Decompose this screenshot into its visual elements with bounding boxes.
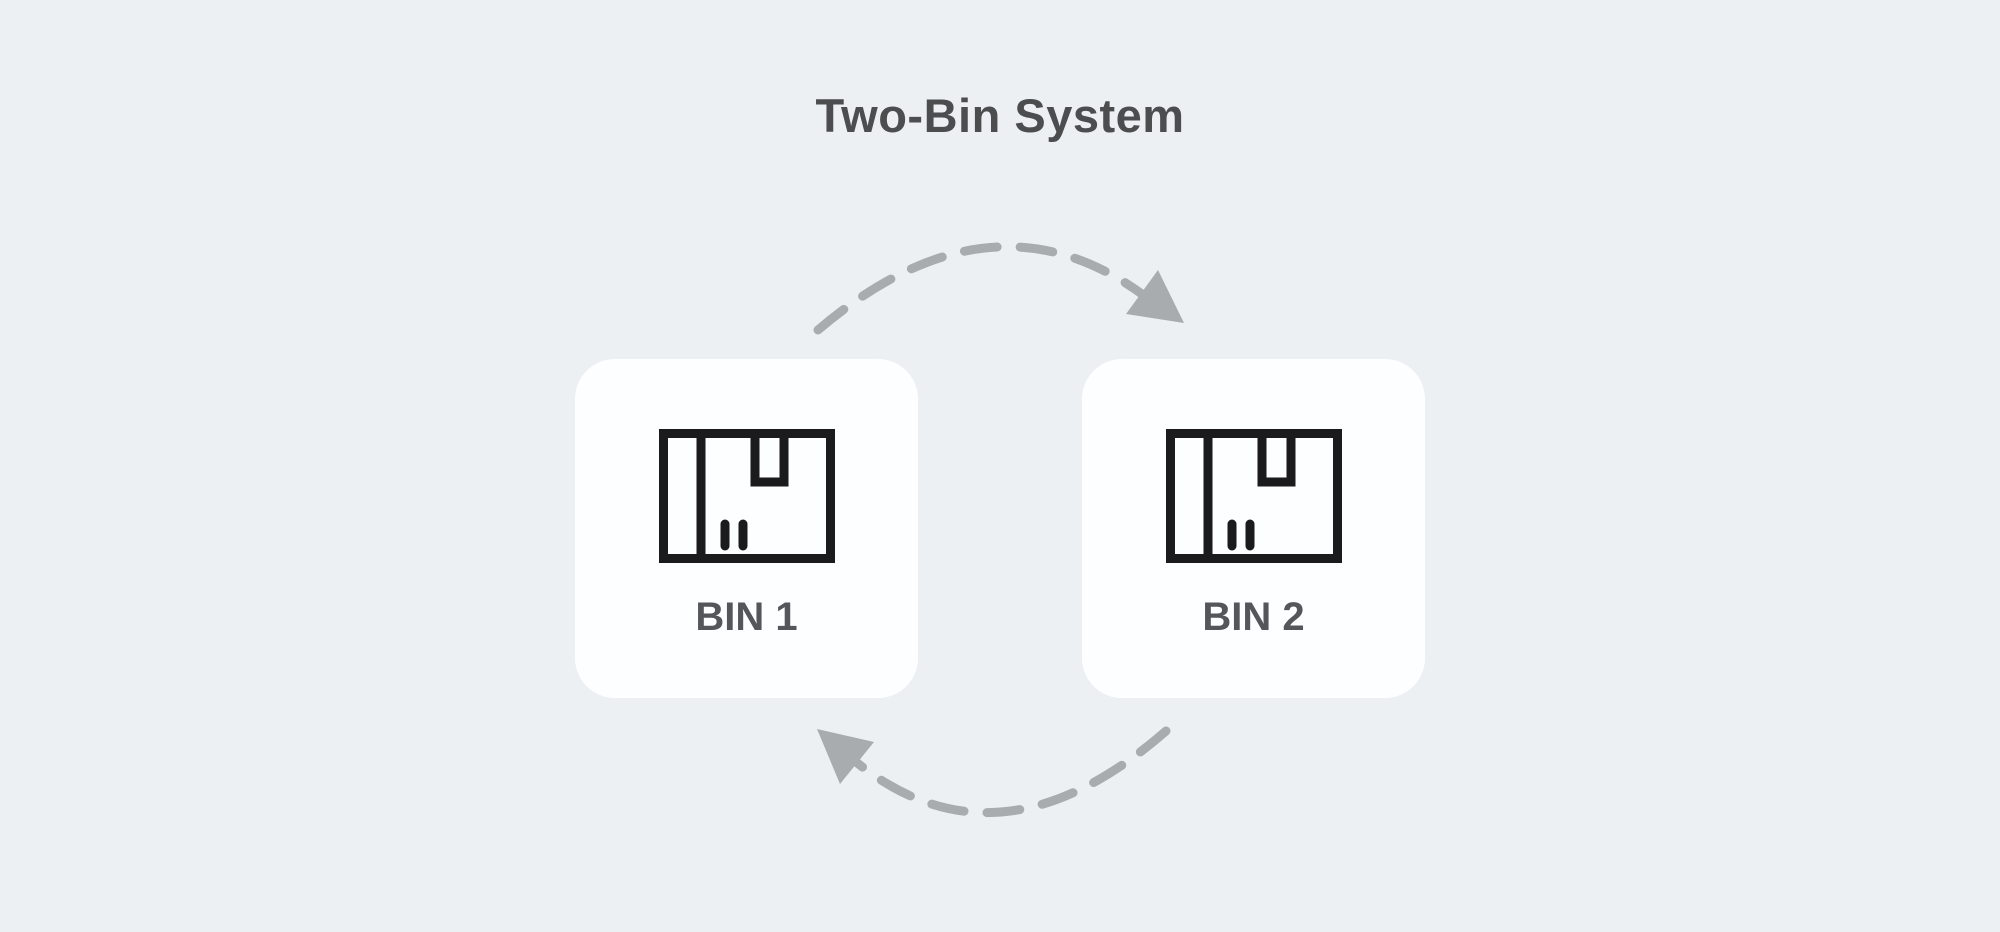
top-arrow-arc [813,242,1151,335]
bin-card-2: BIN 2 [1082,359,1425,698]
bin-label: BIN 1 [695,595,798,639]
bin-card-1: BIN 1 [575,359,918,698]
bin-label: BIN 2 [1202,595,1305,639]
arrowhead-up-left-icon [817,729,874,784]
package-box-icon [658,429,835,563]
top-arrow [813,242,1184,335]
bottom-arrow-arc [845,726,1171,818]
page-title: Two-Bin System [815,89,1185,142]
arrowhead-down-right-icon [1126,270,1184,323]
bottom-arrow [817,726,1171,818]
package-box-icon [1165,429,1342,563]
